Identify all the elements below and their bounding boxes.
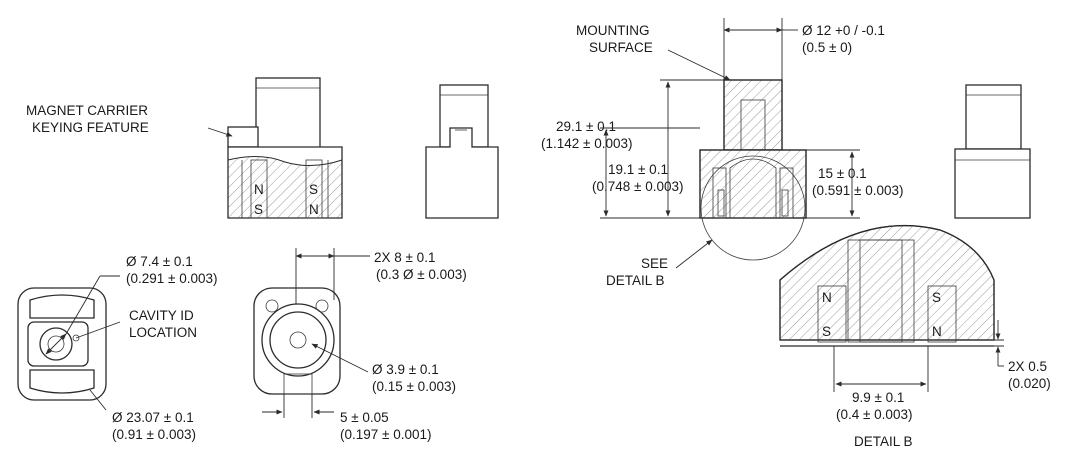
detail-b-callout: DETAIL B [606, 273, 665, 288]
w-9-dimension: 9.9 ± 0.1 [852, 390, 904, 405]
front-view [425, 84, 499, 219]
dia-23-inch-dimension: (0.91 ± 0.003) [112, 427, 196, 442]
detail-pole-s-left: S [822, 324, 831, 339]
see-label: SEE [641, 256, 668, 271]
two-x05-dimension: 2X 0.5 [1008, 359, 1047, 374]
w-9-inch-dimension: (0.4 ± 0.003) [836, 407, 912, 422]
top-view-center: 2X 8 ± 0.1 (0.3 Ø ± 0.003) Ø 3.9 ± 0.1 (… [253, 248, 467, 442]
h-19-dimension: 19.1 ± 0.1 [608, 162, 668, 177]
keying-feature-label: KEYING FEATURE [32, 120, 149, 135]
dia-3-dimension: Ø 3.9 ± 0.1 [372, 362, 439, 377]
dia-7-inch-dimension: (0.291 ± 0.003) [126, 271, 217, 286]
dia-12-dimension: Ø 12 +0 / -0.1 [802, 23, 885, 38]
surface-label: SURFACE [589, 40, 653, 55]
h-29-dimension: 29.1 ± 0.1 [556, 119, 616, 134]
detail-pole-s-right: S [932, 290, 941, 305]
location-label: LOCATION [129, 325, 197, 340]
magnet-carrier-label: MAGNET CARRIER [26, 103, 148, 118]
dia-23-dimension: Ø 23.07 ± 0.1 [112, 410, 194, 425]
dia-7-dimension: Ø 7.4 ± 0.1 [126, 254, 193, 269]
h-15-inch-dimension: (0.591 ± 0.003) [812, 183, 903, 198]
pole-s-right-top: S [309, 182, 318, 197]
w-5-dimension: 5 ± 0.05 [340, 410, 389, 425]
pole-n-left-top: N [254, 182, 264, 197]
h-15-dimension: 15 ± 0.1 [818, 166, 867, 181]
h-29-inch-dimension: (1.142 ± 0.003) [541, 136, 632, 151]
side-section-view: N S S N MAGNET CARRIER KEYING FEATURE [26, 77, 343, 219]
two-x8-dimension: 2X 8 ± 0.1 [374, 250, 435, 265]
cavity-id-label: CAVITY ID [129, 308, 194, 323]
dia-3-inch-dimension: (0.15 ± 0.003) [372, 379, 456, 394]
main-section-view: Ø 12 +0 / -0.1 (0.5 ± 0) MOUNTING SURFAC… [541, 18, 903, 288]
right-side-view [954, 84, 1031, 219]
two-x8-inch-dimension: (0.3 Ø ± 0.003) [376, 267, 467, 282]
detail-b-caption: DETAIL B [854, 434, 913, 449]
two-x05-inch-dimension: (0.020) [1008, 376, 1051, 391]
pole-s-left-bottom: S [254, 202, 263, 217]
top-view-left: Ø 7.4 ± 0.1 (0.291 ± 0.003) CAVITY ID LO… [17, 254, 217, 442]
pole-n-right-bottom: N [309, 202, 319, 217]
h-19-inch-dimension: (0.748 ± 0.003) [592, 179, 683, 194]
detail-b-view: N S S N 9.9 ± 0.1 (0.4 ± 0.003) DETAIL B… [779, 224, 1051, 449]
dia-12-inch-dimension: (0.5 ± 0) [802, 40, 852, 55]
mounting-label: MOUNTING [576, 23, 650, 38]
w-5-inch-dimension: (0.197 ± 0.001) [340, 427, 431, 442]
detail-pole-n-left: N [822, 290, 832, 305]
detail-pole-n-right: N [932, 324, 942, 339]
